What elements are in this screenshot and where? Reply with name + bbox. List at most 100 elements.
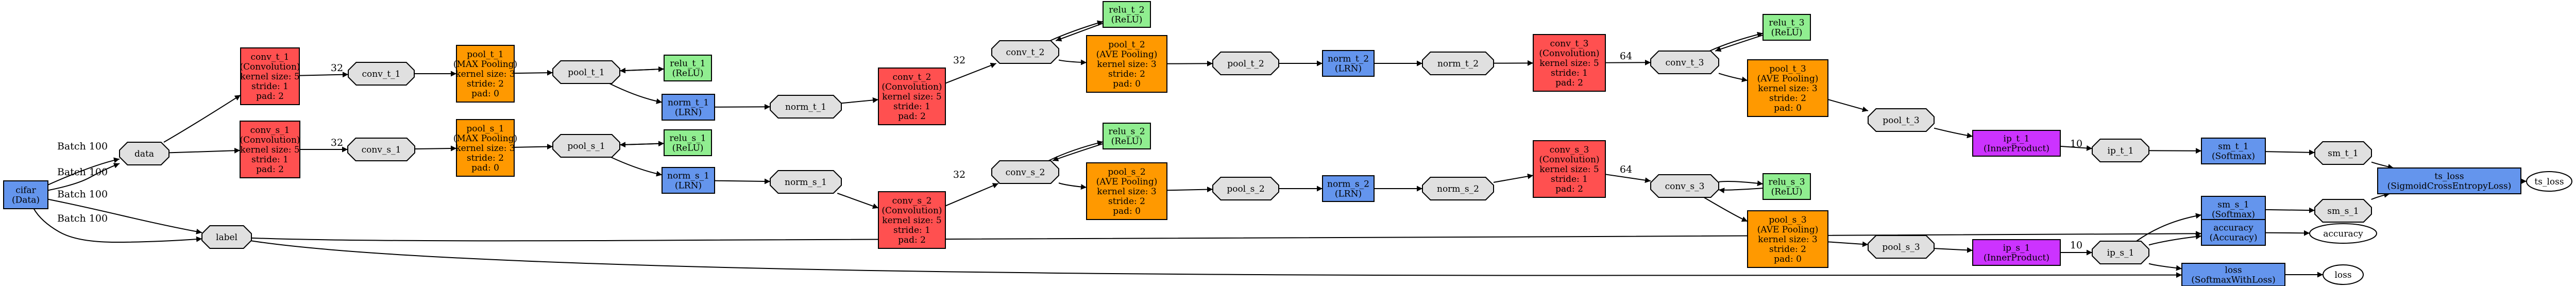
layer-box (1322, 175, 1375, 202)
node-conv-t-2-b[interactable]: conv_t_2 (991, 40, 1059, 64)
node-conv-s-3-b[interactable]: conv_s_3 (1650, 174, 1719, 198)
node-conv-t-1-b[interactable]: conv_t_1 (348, 62, 415, 86)
blob-octagon (552, 60, 620, 84)
node-label-line: accuracy (2323, 229, 2363, 239)
node-norm-t-1-b[interactable]: norm_t_1 (770, 95, 842, 119)
node-pool-t-2-b[interactable]: pool_t_2 (1212, 52, 1279, 75)
node-conv-s-1[interactable]: conv_s_1(Convolution)kernel size: 5strid… (240, 121, 300, 178)
node-ip-s-1[interactable]: ip_s_1(InnerProduct) (1972, 239, 2061, 266)
node-ip-s-1-b[interactable]: ip_s_1 (2092, 241, 2149, 264)
node-relu-s-1[interactable]: relu_s_1(ReLU) (664, 129, 712, 156)
node-relu-s-3[interactable]: relu_s_3(ReLU) (1762, 173, 1811, 200)
edge-line (2371, 161, 2394, 170)
node-ip-t-1[interactable]: ip_t_1(InnerProduct) (1972, 130, 2061, 157)
node-norm-t-1[interactable]: norm_t_1(LRN) (662, 94, 715, 121)
node-loss-out[interactable]: loss (2323, 264, 2364, 285)
node-norm-s-1[interactable]: norm_s_1(LRN) (662, 167, 715, 194)
node-relu-t-3[interactable]: relu_t_3(ReLU) (1762, 14, 1811, 41)
node-relu-t-1[interactable]: relu_t_1(ReLU) (664, 55, 712, 81)
node-label-line: sm_t_1 (2328, 148, 2359, 159)
blob-octagon (1212, 177, 1279, 200)
node-accuracy[interactable]: accuracy(Accuracy) (2201, 219, 2266, 246)
edge-line (299, 72, 349, 78)
node-pool-s-2-b[interactable]: pool_s_2 (1212, 177, 1279, 200)
node-norm-t-2[interactable]: norm_t_2(LRN) (1322, 50, 1375, 77)
edge-line (1718, 188, 1764, 194)
node-conv-s-2[interactable]: conv_s_2(Convolution)kernel size: 5strid… (878, 191, 946, 249)
edge-conv_t_1-to-conv_t_1_b: 32 (299, 62, 349, 78)
edge-line (1058, 59, 1087, 65)
node-norm-s-1-b[interactable]: norm_s_1 (770, 170, 842, 194)
edge-conv_t_2_b-to-relu_t_2 (1049, 20, 1104, 41)
node-label-line: pool_s_3 (1769, 215, 1806, 225)
node-conv-s-1-b[interactable]: conv_s_1 (347, 138, 415, 161)
node-pool-s-2[interactable]: pool_s_2(AVE Pooling)kernel size: 3strid… (1086, 162, 1167, 220)
node-label-line: conv_s_3 (1665, 181, 1705, 192)
edge-line (1703, 197, 1748, 222)
node-pool-t-3[interactable]: pool_t_3(AVE Pooling)kernel size: 3strid… (1747, 59, 1828, 117)
edge-label: 32 (331, 137, 343, 148)
node-pool-t-1-b[interactable]: pool_t_1 (552, 60, 620, 84)
node-label-line: stride: 2 (1769, 93, 1806, 104)
edge-conv_s_3_b-to-pool_s_3 (1703, 197, 1748, 222)
node-label-line: kernel size: 5 (1539, 58, 1599, 69)
blob-octagon (1212, 52, 1279, 75)
node-pool-s-1-b[interactable]: pool_s_1 (552, 134, 620, 158)
edge-label: Batch 100 (57, 166, 108, 178)
node-label[interactable]: label (201, 225, 252, 249)
edge-conv_t_2-to-conv_t_2_b: 32 (945, 55, 997, 84)
node-pool-t-3-b[interactable]: pool_t_3 (1868, 108, 1935, 132)
node-loss[interactable]: loss(SoftmaxWithLoss) (2181, 263, 2285, 286)
edge-pool_s_2-to-pool_s_2_b (1166, 187, 1213, 193)
node-norm-s-2-b[interactable]: norm_s_2 (1422, 177, 1494, 200)
node-pool-t-1[interactable]: pool_t_1(MAX Pooling)kernel size: 3strid… (453, 45, 517, 103)
node-sm-t-1[interactable]: sm_t_1(Softmax) (2201, 138, 2266, 164)
node-cifar[interactable]: cifar(Data) (3, 180, 48, 209)
blob-octagon (201, 225, 252, 249)
node-label-line: kernel size: 3 (455, 143, 515, 154)
node-data[interactable]: data (119, 142, 170, 165)
node-relu-t-2[interactable]: relu_t_2(ReLU) (1103, 1, 1151, 28)
blob-octagon (991, 40, 1059, 64)
node-label-line: pad: 2 (898, 111, 926, 122)
node-label-line: norm_s_1 (785, 177, 827, 188)
node-label-line: pad: 2 (1555, 184, 1583, 194)
node-norm-t-2-b[interactable]: norm_t_2 (1422, 52, 1494, 75)
blob-octagon (991, 160, 1059, 184)
node-label-line: norm_s_1 (667, 171, 709, 181)
edge-norm_t_1_b-to-conv_t_2 (841, 97, 879, 104)
node-ts-loss-out[interactable]: ts_loss (2526, 171, 2572, 192)
edge-pool_s_3-to-pool_s_3_b (1827, 241, 1869, 247)
node-conv-t-1[interactable]: conv_t_1(Convolution)kernel size: 5strid… (240, 47, 300, 105)
node-conv-s-3[interactable]: conv_s_3(Convolution)kernel size: 5strid… (1533, 140, 1606, 198)
edge-line (414, 145, 457, 152)
node-ip-t-1-b[interactable]: ip_t_1 (2092, 139, 2149, 162)
node-label-line: loss (2225, 265, 2242, 276)
node-conv-t-3-b[interactable]: conv_t_3 (1650, 51, 1719, 74)
node-pool-s-1[interactable]: pool_s_1(MAX Pooling)kernel size: 3strid… (453, 119, 517, 177)
node-conv-s-2-b[interactable]: conv_s_2 (991, 160, 1059, 184)
node-pool-t-2[interactable]: pool_t_2(AVE Pooling)kernel size: 3strid… (1086, 35, 1167, 93)
node-accuracy-out[interactable]: accuracy (2309, 223, 2377, 244)
layer-box (456, 119, 515, 177)
edge-line (163, 94, 241, 143)
edge-sm_t_1-to-sm_t_1_b (2265, 149, 2315, 156)
blob-octagon (1650, 174, 1719, 198)
node-conv-t-3[interactable]: conv_t_3(Convolution)kernel size: 5strid… (1533, 34, 1606, 92)
node-sm-t-1-b[interactable]: sm_t_1 (2314, 141, 2372, 165)
layer-box (1972, 239, 2061, 266)
node-sm-s-1-b[interactable]: sm_s_1 (2314, 199, 2372, 223)
edge-sm_s_1_b-to-ts_loss (2371, 192, 2390, 200)
node-norm-s-2[interactable]: norm_s_2(LRN) (1322, 175, 1375, 202)
node-pool-s-3-b[interactable]: pool_s_3 (1868, 235, 1935, 259)
node-ts-loss[interactable]: ts_loss(SigmoidCrossEntropyLoss) (2377, 167, 2521, 194)
node-relu-s-2[interactable]: relu_s_2(ReLU) (1103, 123, 1151, 149)
node-label-line: pool_t_1 (568, 68, 604, 78)
node-label-line: conv_t_2 (1006, 47, 1045, 58)
node-conv-t-2[interactable]: conv_t_2(Convolution)kernel size: 5strid… (878, 68, 946, 125)
node-pool-s-3[interactable]: pool_s_3(AVE Pooling)kernel size: 3strid… (1747, 210, 1828, 268)
node-label-line: (Convolution) (882, 206, 942, 216)
edge-label: Batch 100 (57, 141, 108, 152)
node-sm-s-1[interactable]: sm_s_1(Softmax) (2201, 196, 2266, 223)
